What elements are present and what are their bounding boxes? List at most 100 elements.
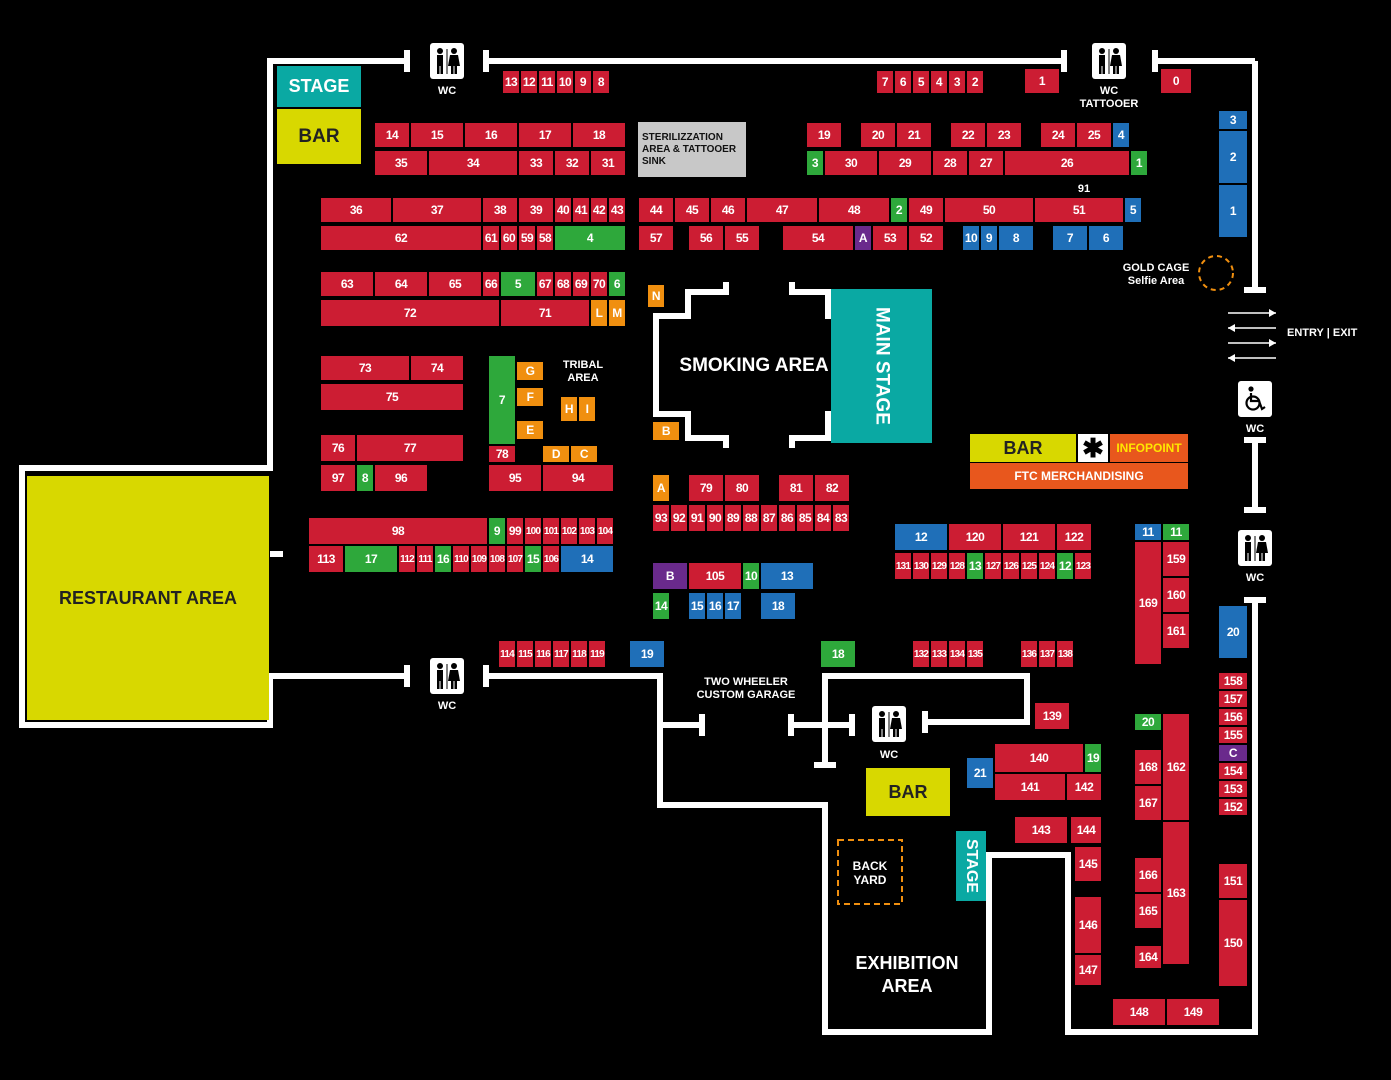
booth-red-37: 37 (392, 197, 482, 223)
booth-red-5: 5 (912, 70, 930, 94)
booth-red-85: 85 (796, 504, 814, 532)
booth-green-9: 9 (488, 517, 506, 545)
booth-red-50: 50 (944, 197, 1034, 223)
booth-red-135: 135 (966, 640, 984, 668)
booth-blue-18: 18 (760, 592, 796, 620)
booth-purple-B: B (652, 562, 688, 590)
booth-red-64: 64 (374, 271, 428, 297)
booth-blue-12: 12 (894, 523, 948, 551)
booth-blue-19: 19 (629, 640, 665, 668)
booth-red-18: 18 (572, 122, 626, 148)
booth-red-27: 27 (968, 150, 1004, 176)
booth-red-163: 163 (1162, 821, 1190, 965)
booth-green-7: 7 (488, 355, 516, 445)
booth-red-137: 137 (1038, 640, 1056, 668)
restroom-icon (437, 48, 460, 74)
booth-green-2: 2 (890, 197, 908, 223)
booth-red-111: 111 (416, 545, 434, 573)
booth-purple-C: C (1218, 744, 1248, 762)
booth-red-143: 143 (1014, 816, 1068, 844)
booth-red-150: 150 (1218, 899, 1248, 987)
booth-orange-F: F (516, 387, 544, 407)
booth-red-31: 31 (590, 150, 626, 176)
booth-red-14: 14 (374, 122, 410, 148)
sterilization-area: STERILIZZATION AREA & TATTOOER SINK (638, 122, 746, 177)
booth-orange-B: B (652, 421, 680, 441)
booth-red-42: 42 (590, 197, 608, 223)
booth-red-77: 77 (356, 434, 464, 462)
booth-red-86: 86 (778, 504, 796, 532)
booth-red-2: 2 (966, 70, 984, 94)
booth-red-6: 6 (894, 70, 912, 94)
booth-red-108: 108 (488, 545, 506, 573)
booth-red-110: 110 (452, 545, 470, 573)
main-stage-label: MAIN STAGE (871, 307, 893, 425)
booth-orange-H: H (560, 396, 578, 422)
booth-red-91: 91 (688, 504, 706, 532)
booth-red-141: 141 (994, 773, 1066, 801)
booth-number-label: 91 (1077, 183, 1091, 195)
booth-red-132: 132 (912, 640, 930, 668)
wheelchair-icon (1245, 386, 1266, 411)
booth-green-13: 13 (966, 552, 984, 580)
booth-orange-G: G (516, 361, 544, 381)
booth-red-162: 162 (1162, 713, 1190, 821)
booth-red-93: 93 (652, 504, 670, 532)
booth-red-73: 73 (320, 355, 410, 381)
booth-red-122: 122 (1056, 523, 1092, 551)
booth-green-10: 10 (742, 562, 760, 590)
booth-red-103: 103 (578, 517, 596, 545)
booth-red-80: 80 (724, 474, 760, 502)
wc-icon (1238, 530, 1272, 566)
booth-red-107: 107 (506, 545, 524, 573)
booth-red-92: 92 (670, 504, 688, 532)
booth-red-78: 78 (488, 445, 516, 463)
booth-red-100: 100 (524, 517, 542, 545)
booth-red-34: 34 (428, 150, 518, 176)
booth-red-115: 115 (516, 640, 534, 668)
booth-red-157: 157 (1218, 690, 1248, 708)
bar-top: BAR (277, 109, 361, 164)
booth-red-0: 0 (1160, 68, 1192, 94)
booth-red-117: 117 (552, 640, 570, 668)
booth-blue-5: 5 (1124, 197, 1142, 223)
booth-red-41: 41 (572, 197, 590, 223)
booth-green-14: 14 (652, 592, 670, 620)
booth-red-112: 112 (398, 545, 416, 573)
booth-red-121: 121 (1002, 523, 1056, 551)
booth-red-87: 87 (760, 504, 778, 532)
booth-orange-A: A (652, 474, 670, 502)
booth-red-164: 164 (1134, 945, 1162, 969)
booth-red-94: 94 (542, 464, 614, 492)
booth-green-11: 11 (1162, 523, 1190, 541)
booth-red-82: 82 (814, 474, 850, 502)
booth-blue-8: 8 (998, 225, 1034, 251)
booth-red-39: 39 (518, 197, 554, 223)
booth-green-15: 15 (524, 545, 542, 573)
booth-red-4: 4 (930, 70, 948, 94)
booth-red-75: 75 (320, 383, 464, 411)
back-yard: BACK YARD (852, 859, 888, 887)
booth-red-88: 88 (742, 504, 760, 532)
booth-red-120: 120 (948, 523, 1002, 551)
restroom-icon (437, 663, 460, 689)
booth-red-59: 59 (518, 225, 536, 251)
infopoint: INFOPOINT (1110, 434, 1188, 462)
booth-red-144: 144 (1070, 816, 1102, 844)
booth-red-1: 1 (1024, 68, 1060, 94)
booth-blue-17: 17 (724, 592, 742, 620)
booth-red-114: 114 (498, 640, 516, 668)
ftc-merchandising: FTC MERCHANDISING (970, 463, 1188, 489)
booth-red-113: 113 (308, 545, 344, 573)
stage-bottom: STAGE (956, 831, 986, 901)
booth-red-10: 10 (556, 70, 574, 94)
booth-red-138: 138 (1056, 640, 1074, 668)
booth-orange-E: E (516, 420, 544, 440)
booth-green-12: 12 (1056, 552, 1074, 580)
booth-red-63: 63 (320, 271, 374, 297)
smoking-area: SMOKING AREA (679, 355, 829, 376)
wc-label: WC (437, 700, 457, 712)
booth-red-49: 49 (908, 197, 944, 223)
two-wheeler-garage-label: TWO WHEELER CUSTOM GARAGE (696, 676, 796, 701)
